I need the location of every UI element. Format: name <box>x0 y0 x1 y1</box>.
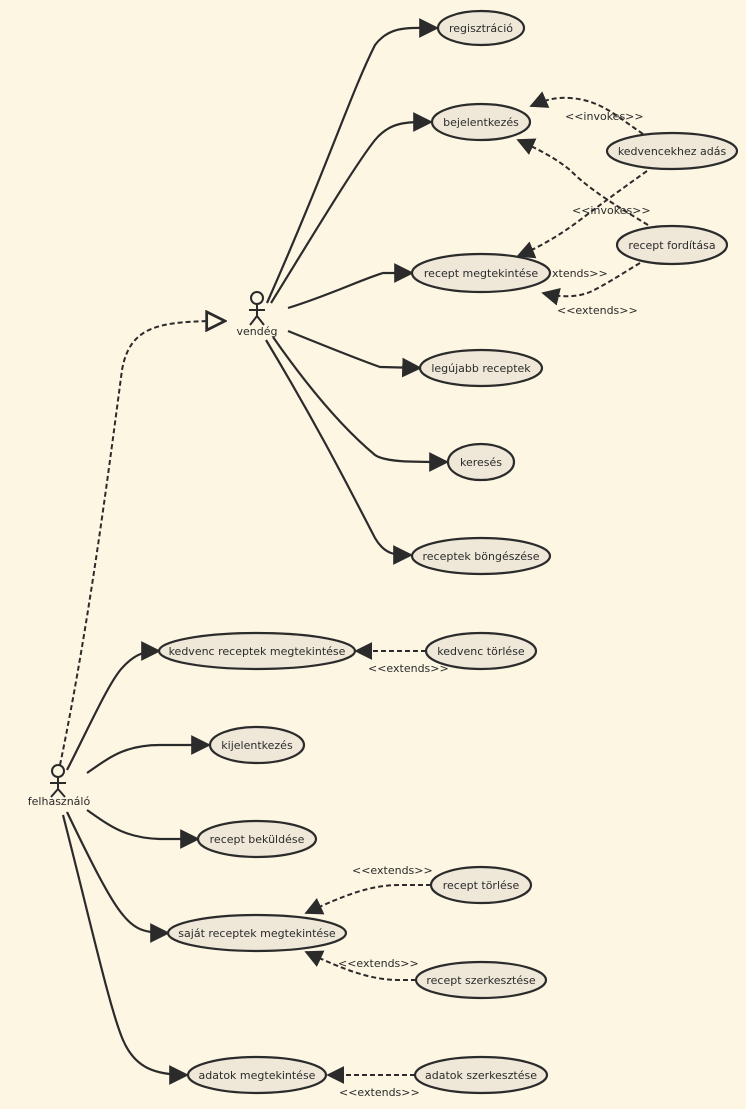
usecase-label: legújabb receptek <box>431 362 531 375</box>
associations-user <box>61 641 211 1085</box>
extends-label: <<extends>> <box>557 304 638 317</box>
usecase-label: recept beküldése <box>210 833 305 846</box>
actor-label: felhasználó <box>28 795 91 808</box>
usecase-delete-recipe[interactable]: recept törlése <box>429 865 533 905</box>
usecase-delete-favorite[interactable]: kedvenc törlése <box>424 631 538 671</box>
usecase-label: saját receptek megtekintése <box>178 927 336 940</box>
usecase-view-data[interactable]: adatok megtekintése <box>186 1055 328 1095</box>
usecase-logout[interactable]: kijelentkezés <box>208 725 306 765</box>
associations-guest <box>265 18 449 565</box>
invokes-label: <<invokes>> <box>572 204 651 217</box>
usecase-search[interactable]: keresés <box>446 442 516 482</box>
stereotype-labels: <<invokes>> <<invokes>> xtends>> <<exten… <box>338 110 651 1099</box>
actor-head <box>51 764 65 778</box>
extends-label: <<extends>> <box>338 957 419 970</box>
usecase-submit-recipe[interactable]: recept beküldése <box>196 819 318 859</box>
actor-user[interactable]: felhasználó <box>28 764 91 808</box>
actor-guest[interactable]: vendég <box>237 291 278 338</box>
usecase-label: kedvenc törlése <box>437 645 525 658</box>
usecase-label: recept törlése <box>443 879 520 892</box>
extends-label: <<extends>> <box>368 662 449 675</box>
actor-head <box>250 291 264 305</box>
usecase-label: recept szerkesztése <box>426 974 536 987</box>
usecase-view-own-recipes[interactable]: saját receptek megtekintése <box>166 913 348 953</box>
extends-label: xtends>> <box>552 267 608 280</box>
usecase-login[interactable]: bejelentkezés <box>430 102 532 142</box>
dependencies <box>304 91 649 1084</box>
usecase-label: adatok szerkesztése <box>425 1069 537 1082</box>
usecase-label: receptek böngészése <box>423 550 540 563</box>
usecase-browse-recipes[interactable]: receptek böngészése <box>410 536 552 576</box>
actor-label: vendég <box>237 325 278 338</box>
usecase-edit-data[interactable]: adatok szerkesztése <box>413 1055 549 1095</box>
usecase-label: kedvencekhez adás <box>618 145 727 158</box>
usecase-add-favorite[interactable]: kedvencekhez adás <box>605 131 739 171</box>
usecase-latest-recipes[interactable]: legújabb receptek <box>418 348 544 388</box>
usecase-label: kedvenc receptek megtekintése <box>169 645 346 658</box>
extends-label: <<extends>> <box>339 1086 420 1099</box>
usecase-view-favorites[interactable]: kedvenc receptek megtekintése <box>157 631 357 671</box>
usecase-label: kijelentkezés <box>221 739 293 752</box>
usecase-translate-recipe[interactable]: recept fordítása <box>615 224 729 266</box>
usecase-label: adatok megtekintése <box>199 1069 316 1082</box>
usecase-label: recept megtekintése <box>424 267 538 280</box>
usecase-edit-recipe[interactable]: recept szerkesztése <box>414 960 548 1000</box>
usecase-view-recipe[interactable]: recept megtekintése <box>410 252 552 294</box>
usecase-label: recept fordítása <box>628 239 715 252</box>
usecase-label: regisztráció <box>449 22 513 35</box>
generalization-user-guest <box>59 321 225 766</box>
usecase-registration[interactable]: regisztráció <box>436 9 526 47</box>
extends-label: <<extends>> <box>352 864 433 877</box>
usecase-label: bejelentkezés <box>443 116 519 129</box>
invokes-label: <<invokes>> <box>565 110 644 123</box>
usecase-label: keresés <box>460 456 502 469</box>
